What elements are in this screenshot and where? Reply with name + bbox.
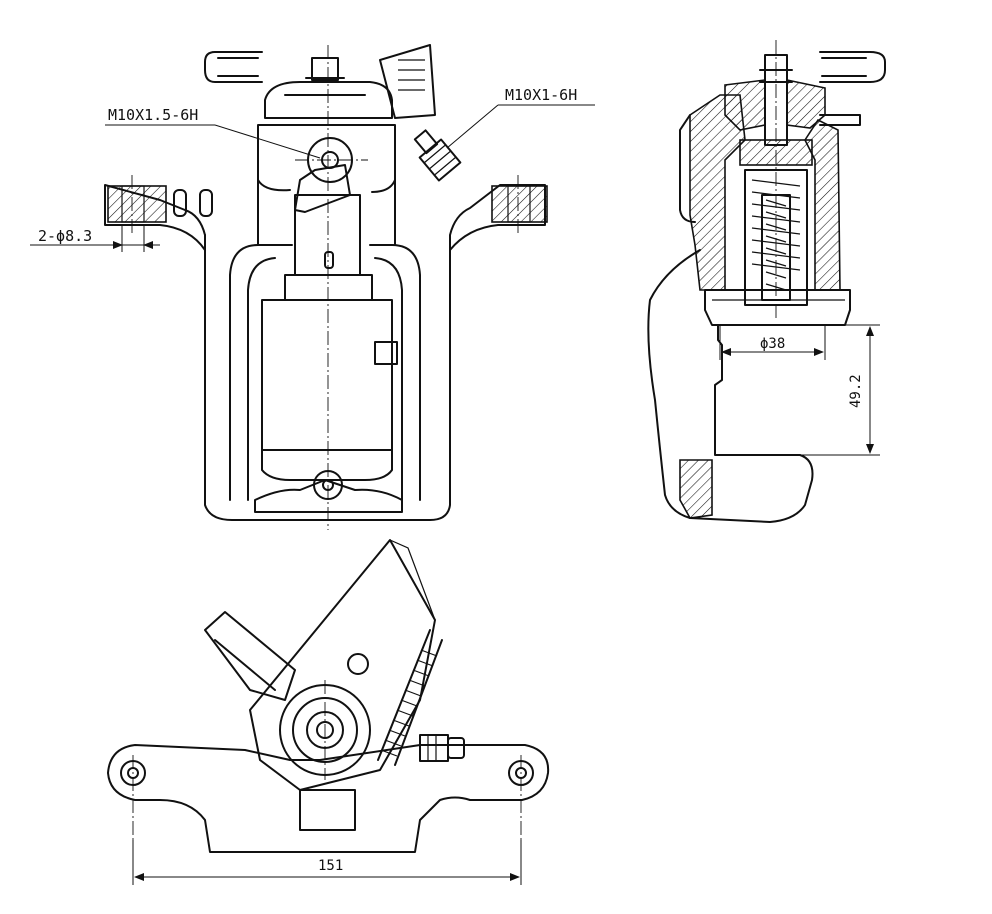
side-section-view bbox=[647, 40, 886, 523]
thread-bleeder-label: M10X1-6H bbox=[505, 86, 577, 104]
piston-diameter-label: ϕ38 bbox=[760, 336, 785, 352]
bleeder-nipple bbox=[419, 734, 465, 762]
front-view bbox=[30, 44, 595, 530]
bottom-view bbox=[107, 539, 550, 885]
thread-main-label: M10X1.5-6H bbox=[108, 106, 198, 124]
return-spring bbox=[377, 629, 443, 766]
offset-label: 49.2 bbox=[848, 374, 864, 408]
piston-cylinder bbox=[261, 299, 393, 451]
left-mount-ear bbox=[107, 185, 167, 223]
mount-spacing-label: 151 bbox=[318, 858, 343, 874]
right-mount-ear bbox=[491, 185, 548, 223]
mount-holes-label: 2-ϕ8.3 bbox=[38, 227, 92, 245]
